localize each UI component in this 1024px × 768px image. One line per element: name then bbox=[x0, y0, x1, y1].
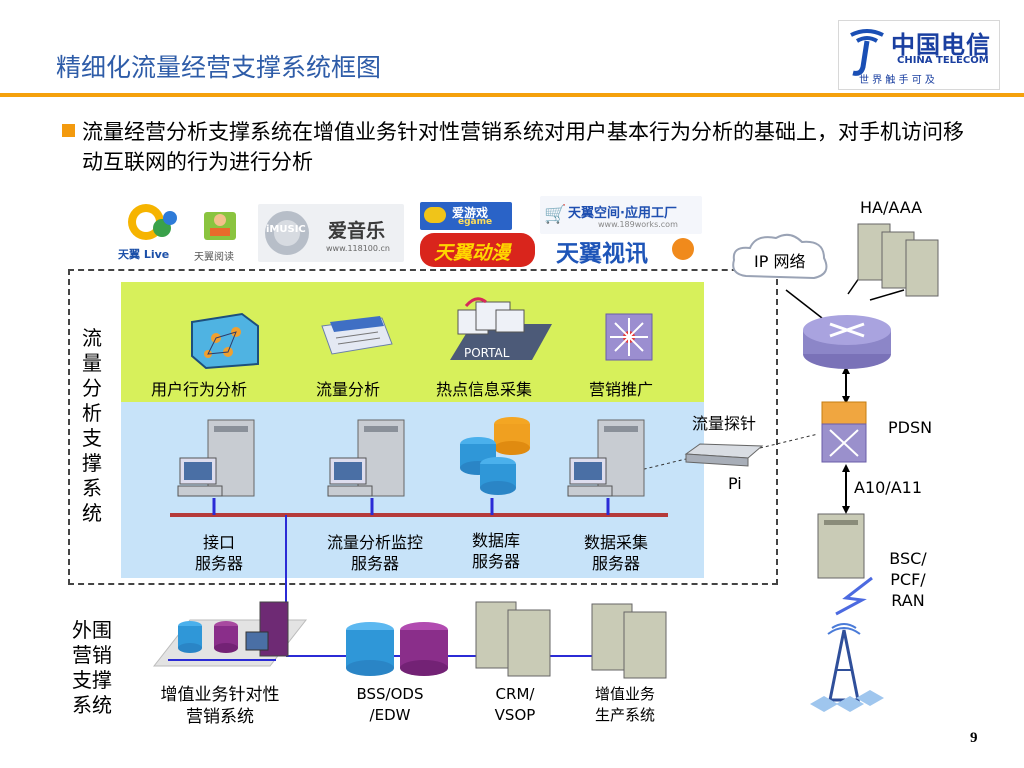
anim-tile: 天翼动漫 bbox=[420, 233, 535, 267]
telecom-emblem-icon bbox=[850, 29, 884, 76]
function-label-hotspot: 热点信息采集 bbox=[436, 380, 533, 399]
cart-icon: 🛒 bbox=[544, 204, 567, 225]
tianyi-live-tile: 天翼 Live bbox=[116, 198, 184, 264]
function-label-traffic: 流量分析 bbox=[316, 380, 381, 399]
probe-label: 流量探针 bbox=[692, 414, 757, 433]
behavior-cube-icon bbox=[191, 312, 259, 370]
egame-en: egame bbox=[458, 217, 493, 227]
server-label-database: 数据库服务器 bbox=[471, 531, 520, 571]
production-servers-icon bbox=[591, 603, 667, 679]
system-vertical-label: 流量分析支撑系统 bbox=[82, 326, 102, 525]
function-label-marketing: 营销推广 bbox=[589, 380, 654, 399]
monitor-server-icon bbox=[327, 419, 405, 497]
play-icon bbox=[672, 238, 694, 260]
analysis-system-boundary bbox=[68, 269, 778, 585]
ha-aaa-servers-icon bbox=[857, 223, 939, 297]
collector-server-icon bbox=[567, 419, 645, 497]
bss-ods-label: BSS/ODS/EDW bbox=[356, 685, 424, 724]
probe-device-icon bbox=[684, 443, 764, 467]
pi-label: Pi bbox=[728, 474, 742, 493]
bsc-server-icon bbox=[817, 513, 865, 579]
bullet-text: 流量经营分析支撑系统在增值业务针对性营销系统对用户基本行为分析的基础上，对手机访… bbox=[82, 120, 964, 174]
server-label-interface: 接口服务器 bbox=[194, 533, 243, 573]
vas-marketing-label: 增值业务针对性营销系统 bbox=[160, 685, 280, 727]
cell-tower-icon bbox=[810, 623, 884, 712]
pdsn-switch-icon bbox=[821, 401, 867, 463]
anim-label: 天翼动漫 bbox=[434, 242, 511, 264]
server-label-collector: 数据采集服务器 bbox=[583, 533, 648, 573]
imusic-brand: iMUSIC bbox=[266, 224, 306, 235]
marketing-switch-icon bbox=[605, 313, 653, 361]
crm-label: CRM/VSOP bbox=[494, 685, 536, 724]
gamepad-icon bbox=[424, 207, 446, 223]
production-label: 增值业务生产系统 bbox=[594, 685, 655, 724]
bsc-label: BSC/ PCF/ RAN bbox=[889, 549, 927, 610]
logo-en: CHINA TELECOM bbox=[897, 55, 989, 66]
bss-ods-database-icon bbox=[346, 622, 448, 676]
live-icon bbox=[128, 204, 177, 240]
a10-a11-label: A10/A11 bbox=[854, 478, 922, 497]
bullet-marker bbox=[62, 124, 75, 137]
crm-servers-icon bbox=[475, 601, 551, 677]
ha-aaa-label: HA/AAA bbox=[860, 198, 923, 217]
peripheral-vertical-label: 外围营销支撑系统 bbox=[72, 618, 120, 718]
server-label-monitor: 流量分析监控服务器 bbox=[326, 533, 423, 573]
music-disc-icon bbox=[265, 211, 309, 255]
space-tile: 🛒 天翼空间·应用工厂 www.189works.com bbox=[540, 196, 702, 234]
portal-label: PORTAL bbox=[464, 346, 510, 360]
vas-marketing-system-icon bbox=[152, 601, 308, 667]
cloud-icon bbox=[732, 233, 828, 280]
reader-icon bbox=[204, 212, 236, 240]
interface-server-icon bbox=[177, 419, 255, 497]
ip-network-label: IP 网络 bbox=[754, 252, 806, 271]
logo-slogan: 世 界 触 手 可 及 bbox=[859, 75, 935, 86]
pdsn-label: PDSN bbox=[888, 418, 933, 437]
database-icon bbox=[460, 417, 530, 495]
page-number: 9 bbox=[970, 730, 978, 746]
imusic-url: www.118100.cn bbox=[326, 244, 390, 253]
space-label: 天翼空间·应用工厂 bbox=[568, 206, 677, 221]
egame-label: 爱游戏 bbox=[452, 206, 489, 220]
title-divider bbox=[0, 93, 1024, 97]
page-title: 精细化流量经营支撑系统框图 bbox=[56, 53, 382, 82]
logo-cn: 中国电信 bbox=[891, 30, 991, 59]
router-icon bbox=[803, 315, 891, 369]
report-pages-icon bbox=[321, 316, 393, 355]
tianyi-read-label: 天翼阅读 bbox=[194, 252, 234, 263]
china-telecom-logo: 中国电信 CHINA TELECOM 世 界 触 手 可 及 bbox=[838, 20, 1000, 90]
imusic-tile: iMUSIC 爱音乐 www.118100.cn bbox=[258, 204, 404, 262]
tianyi-live-label: 天翼 Live bbox=[118, 248, 170, 261]
peripheral-label: 外围营销支撑系统 bbox=[72, 618, 112, 717]
space-url: www.189works.com bbox=[598, 220, 678, 229]
tianyi-read-tile: 天翼阅读 bbox=[192, 206, 248, 264]
tianyi-video-tile: 天翼视讯 bbox=[554, 234, 704, 267]
imusic-label: 爱音乐 bbox=[328, 220, 386, 242]
function-label-behavior: 用户行为分析 bbox=[151, 380, 248, 399]
portal-icon bbox=[450, 297, 552, 360]
video-label: 天翼视讯 bbox=[556, 241, 648, 267]
egame-tile: 爱游戏 egame bbox=[420, 202, 512, 230]
